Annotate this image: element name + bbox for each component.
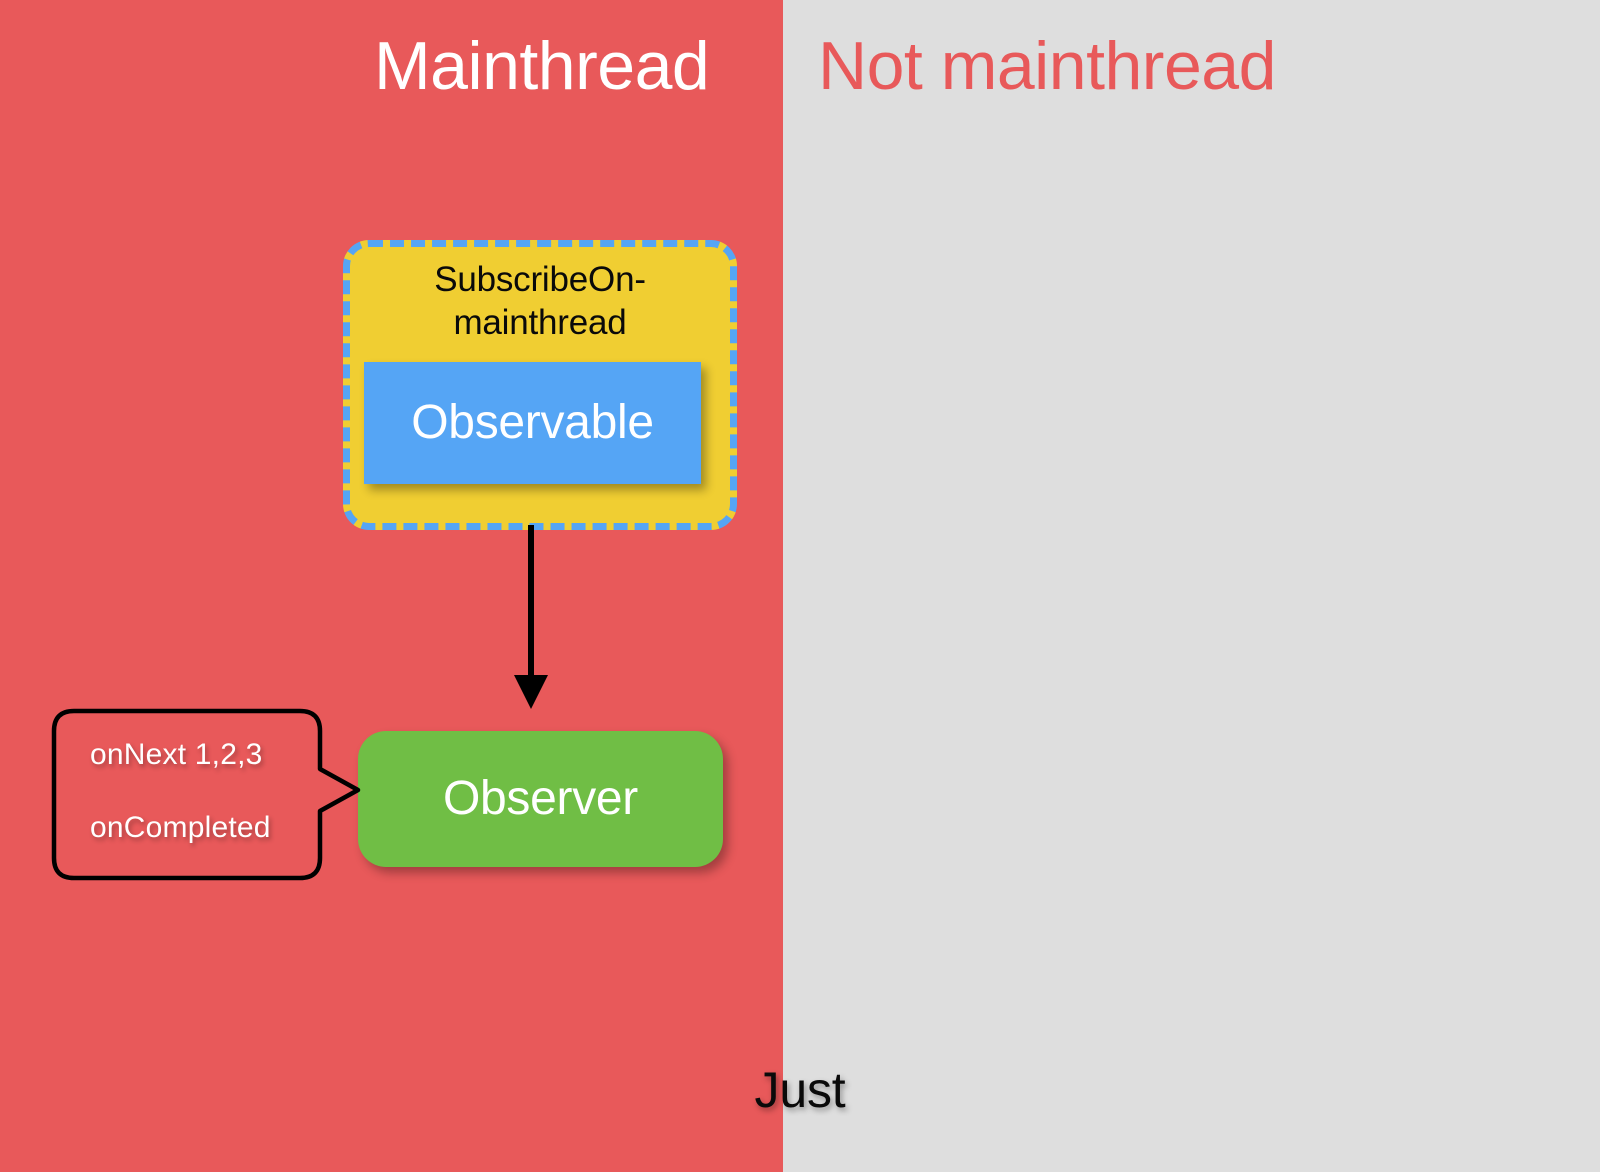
observable-box: Observable bbox=[364, 362, 701, 484]
observer-callout-text: onNext 1,2,3 onCompleted bbox=[52, 707, 322, 882]
not-mainthread-panel bbox=[783, 0, 1600, 1172]
observer-label: Observer bbox=[443, 772, 638, 825]
callout-onnext-line: onNext 1,2,3 bbox=[90, 738, 263, 771]
caption-just: Just bbox=[754, 1062, 846, 1118]
subscribe-on-label-line-1: SubscribeOn- bbox=[434, 260, 646, 299]
mainthread-heading: Mainthread bbox=[374, 28, 710, 104]
mainthread-panel bbox=[0, 0, 783, 1172]
observer-box: Observer bbox=[358, 731, 723, 867]
not-mainthread-heading: Not mainthread bbox=[818, 28, 1276, 104]
subscribe-on-label-line-2: mainthread bbox=[453, 302, 627, 342]
observable-label: Observable bbox=[411, 396, 654, 449]
observer-callout-bubble bbox=[51, 708, 361, 881]
callout-oncompleted-line: onCompleted bbox=[90, 811, 271, 844]
subscribe-on-mainthread-label: SubscribeOn- mainthread bbox=[350, 259, 730, 344]
down-arrow-icon bbox=[514, 525, 548, 709]
